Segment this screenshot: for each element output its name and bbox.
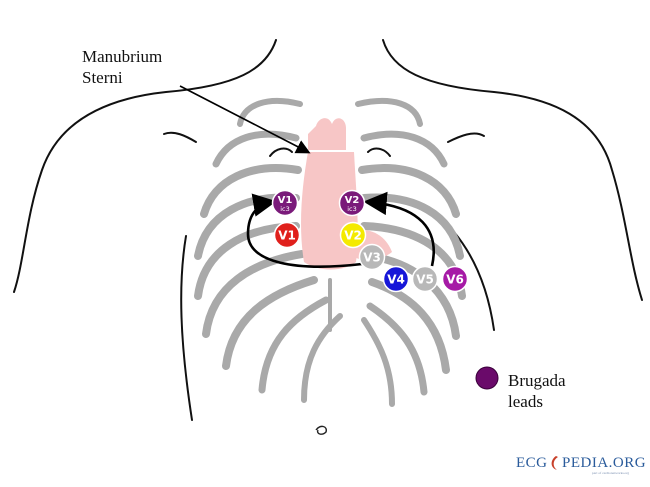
- lead-v1-label: V1: [278, 229, 296, 243]
- lead-v1-ic3-sub: ic3: [280, 205, 290, 213]
- lead-v1: V1: [273, 221, 301, 249]
- lead-v4-label: V4: [387, 273, 405, 287]
- manubrium-pointer: [179, 85, 311, 154]
- lead-v2-label: V2: [344, 229, 362, 243]
- lead-v6-label: V6: [446, 273, 464, 287]
- lead-v5: V5: [411, 265, 439, 293]
- manubrium-label: Manubrium Sterni: [82, 47, 162, 87]
- manubrium-label-line1: Manubrium: [82, 47, 162, 66]
- logo-text-left: ECG: [516, 455, 548, 471]
- lead-v1-ic3: V1 ic3: [271, 189, 299, 217]
- lead-v2-ic3-sub: ic3: [347, 205, 357, 213]
- ecgpedia-logo: ECG PEDIA.ORG part of cardionetworks.org: [516, 455, 646, 475]
- lead-v2-ic3: V2 ic3: [338, 189, 366, 217]
- logo-text-right: PEDIA.ORG: [562, 455, 646, 471]
- navel: [315, 425, 328, 435]
- lead-v2: V2: [339, 221, 367, 249]
- manubrium-label-line2: Sterni: [82, 68, 123, 87]
- lead-v5-label: V5: [416, 273, 434, 287]
- lead-v6: V6: [441, 265, 469, 293]
- legend-label-line2: leads: [508, 392, 543, 411]
- shift-arrows: [246, 191, 435, 268]
- legend-swatch: [475, 366, 499, 390]
- legend: Brugada leads: [475, 366, 566, 411]
- logo-tagline: part of cardionetworks.org: [592, 471, 629, 475]
- lead-v2-ic3-label: V2: [345, 195, 360, 206]
- body-outline: [13, 39, 643, 421]
- lead-v3-label: V3: [363, 251, 381, 265]
- lead-v1-ic3-label: V1: [278, 195, 293, 206]
- logo-swoosh-icon: [551, 456, 558, 470]
- lead-v4: V4: [382, 265, 410, 293]
- legend-label-line1: Brugada: [508, 371, 566, 390]
- lead-v3: V3: [358, 243, 386, 271]
